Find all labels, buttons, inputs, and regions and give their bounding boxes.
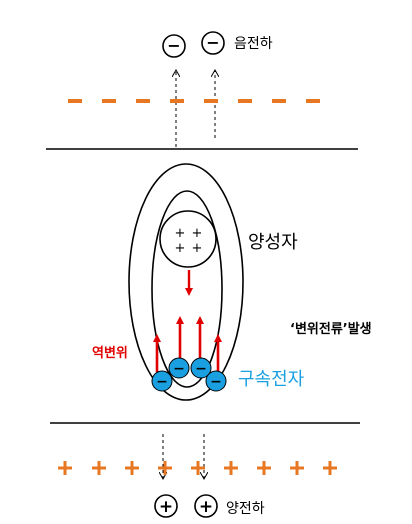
outer-orbit — [128, 163, 244, 401]
bottom-plate-positive-charges — [58, 461, 337, 475]
proton-plus: + — [192, 241, 203, 256]
minus-symbol: − — [173, 361, 185, 377]
bound-electron-label: 구속전자 — [238, 369, 305, 390]
proton-plus: + — [175, 226, 186, 241]
minus-symbol: − — [210, 374, 222, 390]
minus-symbol: − — [195, 361, 207, 377]
top-negative-charge-2: − — [201, 31, 225, 55]
top-plate-negative-charges — [68, 99, 320, 103]
proton-plus: + — [192, 226, 203, 241]
positive-charge-label: 양전하 — [226, 501, 265, 517]
displacement-current-label: ‘변위전류’발생 — [290, 322, 372, 337]
plus-symbol: + — [159, 497, 173, 517]
proton-label: 양성자 — [248, 232, 298, 253]
plus-symbol: + — [199, 497, 213, 517]
bound-electron-1: − — [151, 370, 173, 392]
reverse-bias-label: 역변위 — [92, 346, 128, 361]
bound-electron-3: − — [190, 357, 212, 379]
inner-orbit — [151, 190, 223, 388]
minus-symbol: − — [206, 33, 219, 52]
bound-electron-2: − — [168, 357, 190, 379]
negative-charge-label: 음전하 — [234, 36, 273, 52]
bottom-positive-charge-2: + — [194, 494, 218, 518]
proton: + + + + — [159, 210, 217, 268]
bound-electron-4: − — [205, 370, 227, 392]
minus-symbol: − — [156, 374, 168, 390]
bottom-positive-charge-1: + — [154, 494, 178, 518]
minus-symbol: − — [167, 36, 180, 55]
proton-plus: + — [175, 241, 186, 256]
top-negative-charge-1: − — [162, 34, 186, 58]
